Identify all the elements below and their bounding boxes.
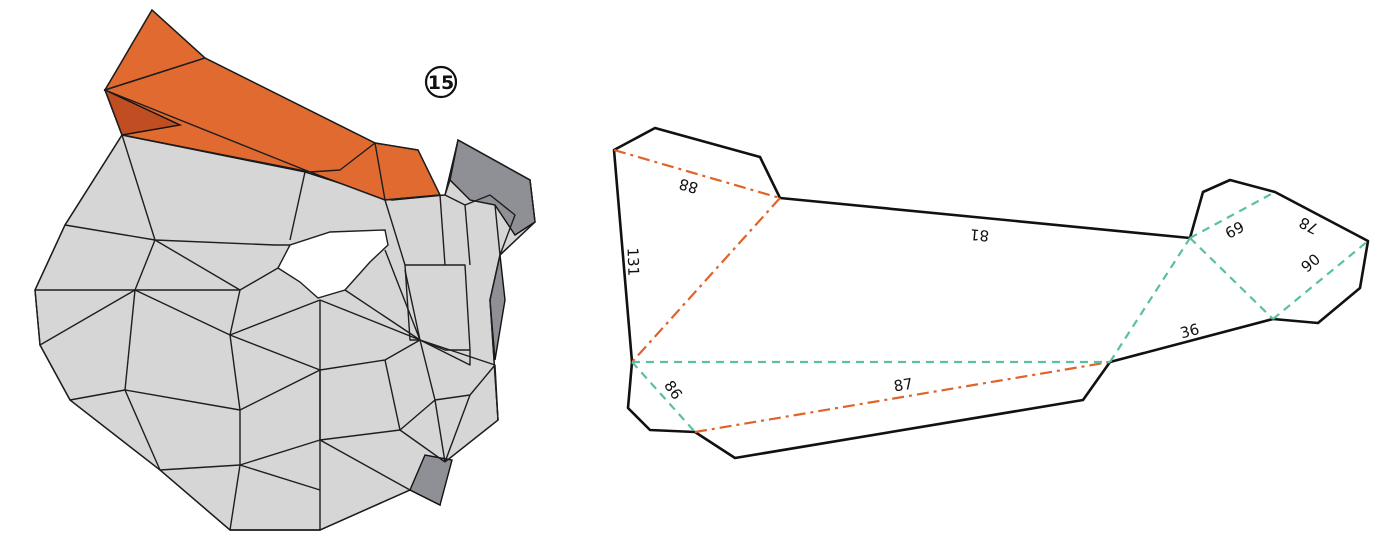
unfolded-pattern: 81 88 131 86 87 36 69 78 90 xyxy=(612,126,1370,460)
mountain-fold-87 xyxy=(694,360,1111,434)
valley-fold-90 xyxy=(1272,240,1369,320)
mask-model xyxy=(34,8,536,531)
valley-fold-right-diagonal xyxy=(1109,237,1191,363)
valley-fold-86 xyxy=(631,361,696,433)
edge-label-88: 88 xyxy=(677,175,700,198)
edge-label-90: 90 xyxy=(1298,250,1324,276)
mountain-folds xyxy=(613,148,1111,434)
eye-hole xyxy=(277,229,389,299)
edge-label-81: 81 xyxy=(969,225,990,245)
step-number: 15 xyxy=(428,72,454,94)
valley-fold-inner xyxy=(1189,237,1274,320)
edge-label-69: 69 xyxy=(1222,217,1247,242)
edge-label-78: 78 xyxy=(1296,213,1321,238)
mountain-fold-diagonal xyxy=(631,197,781,363)
step-number-badge: 15 xyxy=(424,65,458,99)
mask-body xyxy=(34,134,536,531)
mask-chin-shade xyxy=(409,454,453,507)
edge-labels: 81 88 131 86 87 36 69 78 90 xyxy=(624,175,1324,404)
pattern-outline xyxy=(612,126,1370,460)
edge-label-131: 131 xyxy=(624,247,643,276)
valley-folds xyxy=(631,191,1369,433)
valley-fold-69 xyxy=(1189,191,1276,239)
mountain-fold-88 xyxy=(613,148,781,200)
mesh-edges xyxy=(34,9,536,531)
edge-label-87: 87 xyxy=(892,375,914,396)
edge-label-36: 36 xyxy=(1178,320,1201,342)
